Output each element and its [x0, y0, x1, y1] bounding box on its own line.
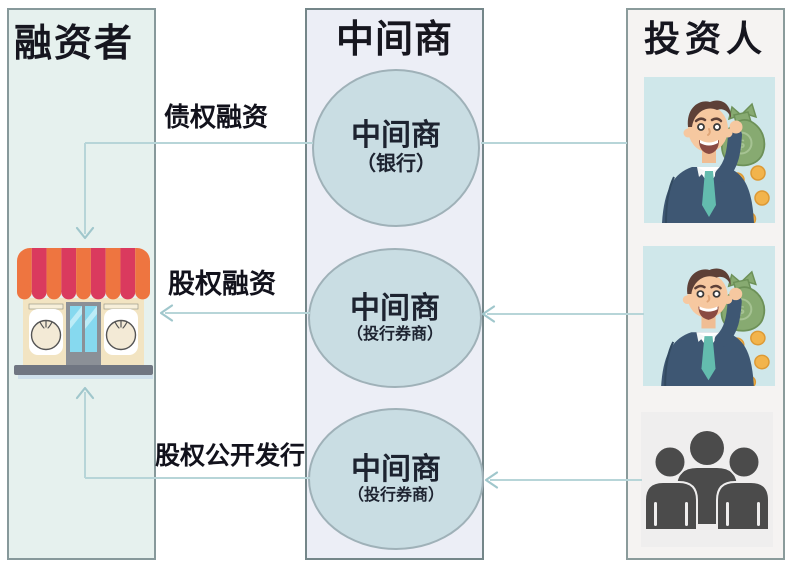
- awning: [17, 248, 150, 300]
- circle-sublabel: （投行券商）: [346, 325, 443, 343]
- circle-sublabel: （投行券商）: [347, 486, 444, 504]
- flow-label-equity-financing: 股权融资: [168, 269, 276, 299]
- financier-title: 融资者: [14, 23, 135, 65]
- investor-money-bag-icon: [644, 77, 775, 223]
- arrow-left-icon: [484, 471, 499, 489]
- investor-money-bag-icon: [643, 246, 775, 386]
- flow-label-debt-financing: 债权融资: [164, 103, 269, 132]
- intermediary-title: 中间商: [335, 19, 453, 61]
- shop-icon: [14, 248, 153, 379]
- intermediary-circle-investment-bank-1: 中间商 （投行券商）: [308, 248, 482, 388]
- flow-label-public-offering: 股权公开发行: [155, 443, 306, 470]
- circle-label: 中间商: [351, 452, 441, 486]
- circle-sublabel: （银行）: [356, 153, 436, 175]
- arrow-left-icon: [481, 305, 496, 323]
- arrow-left-icon: [159, 304, 174, 322]
- circle-label: 中间商: [350, 291, 440, 325]
- intermediary-circle-bank: 中间商 （银行）: [312, 69, 480, 227]
- intermediary-circle-investment-bank-2: 中间商 （投行券商）: [308, 408, 484, 550]
- circle-label: 中间商: [351, 119, 441, 152]
- investor-title: 投资人: [643, 19, 767, 59]
- crowd-icon: [641, 412, 773, 547]
